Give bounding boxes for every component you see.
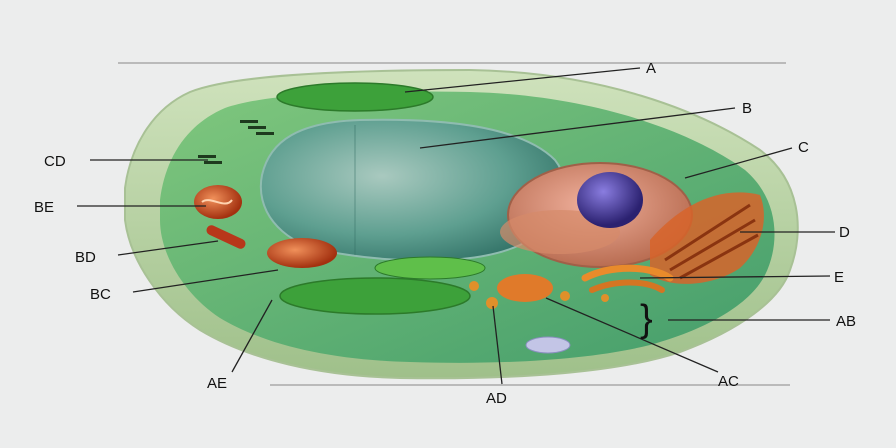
vesicle-cluster — [497, 274, 553, 302]
chloroplast-bottom — [280, 278, 470, 314]
label-BD: BD — [75, 249, 96, 266]
label-AB: AB — [836, 313, 856, 330]
vesicle-2 — [469, 281, 479, 291]
label-B: B — [742, 100, 752, 117]
label-AD: AD — [486, 390, 507, 407]
label-BE: BE — [34, 199, 54, 216]
bracket-glyph: } — [640, 298, 653, 340]
chloroplast-top — [277, 83, 433, 111]
lower-organelle — [526, 337, 570, 353]
label-BC: BC — [90, 286, 111, 303]
label-D: D — [839, 224, 850, 241]
nucleolus — [577, 172, 643, 228]
vesicle-3 — [560, 291, 570, 301]
label-A: A — [646, 60, 656, 77]
label-CD: CD — [44, 153, 66, 170]
label-AC: AC — [718, 373, 739, 390]
chloroplast-middle — [375, 257, 485, 279]
mitochondrion-large — [267, 238, 337, 268]
label-C: C — [798, 139, 809, 156]
vesicle-1 — [486, 297, 498, 309]
label-AE: AE — [207, 375, 227, 392]
label-E: E — [834, 269, 844, 286]
vesicle-4 — [601, 294, 609, 302]
